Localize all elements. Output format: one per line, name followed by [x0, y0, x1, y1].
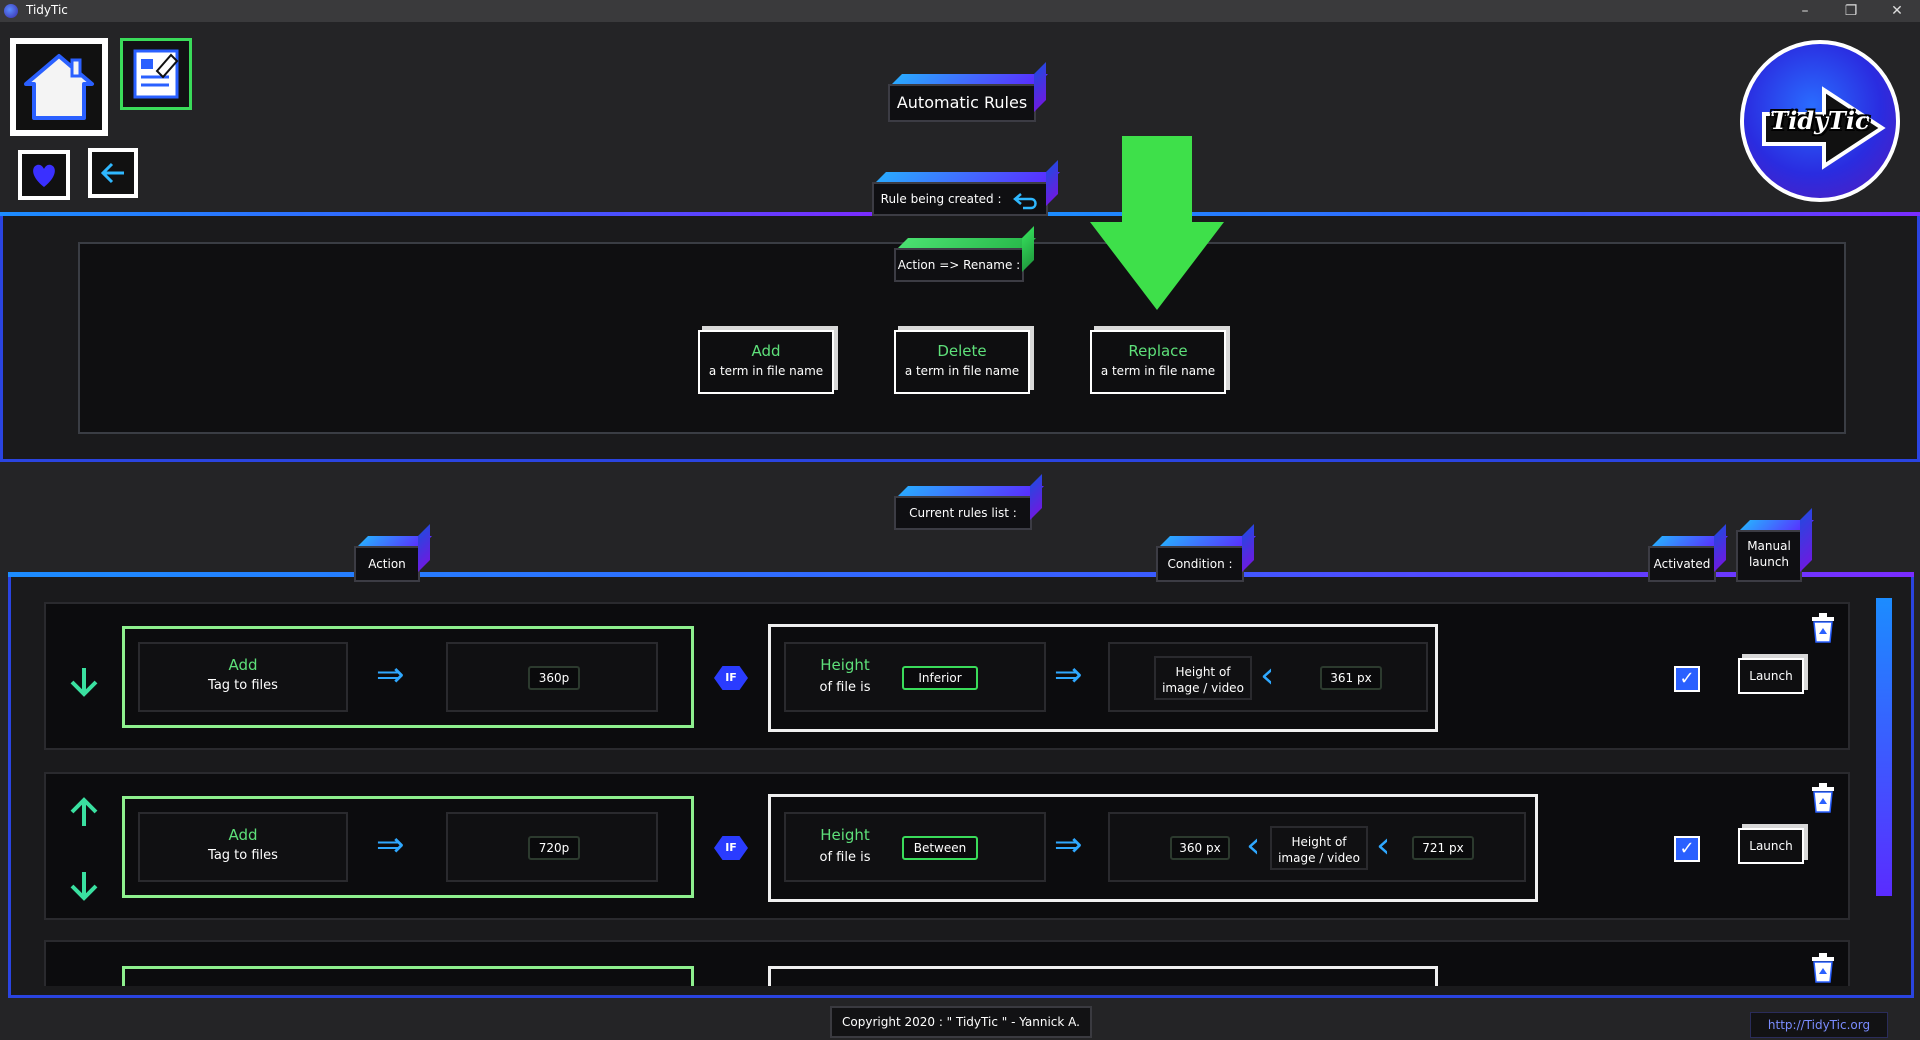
creation-panel-line-left [0, 212, 872, 217]
rule-target-label: Height of image / video [1154, 656, 1252, 700]
move-up-icon[interactable] [66, 794, 102, 830]
logo-arrow-icon [1762, 86, 1886, 170]
arrow-right-icon: ⇒ [376, 825, 405, 865]
column-activated-header: Activated [1648, 546, 1716, 582]
column-manual-launch-header: Manual launch [1736, 530, 1802, 582]
activated-checkbox[interactable]: ✓ [1674, 836, 1700, 862]
launch-button[interactable]: Launch [1738, 828, 1804, 864]
tidytic-logo: TidyTic [1740, 40, 1900, 202]
edit-document-icon [133, 49, 179, 99]
option-add-button[interactable]: Add a term in file name [698, 330, 834, 394]
option-delete-button[interactable]: Delete a term in file name [894, 330, 1030, 394]
rule-condition-subject: Height of file is Between [784, 812, 1046, 882]
move-down-icon[interactable] [66, 664, 102, 700]
arrow-right-icon: ⇒ [1054, 655, 1083, 695]
back-button[interactable] [88, 148, 138, 198]
rule-being-created-label: Rule being created : [880, 192, 1002, 206]
rule-target-line1: Height of [1291, 835, 1347, 849]
rule-action-subtitle: Tag to files [208, 848, 278, 863]
trash-icon[interactable] [1808, 782, 1838, 814]
website-link[interactable]: http://TidyTic.org [1750, 1012, 1888, 1038]
option-add-subtitle: a term in file name [708, 364, 824, 378]
less-than-chevron-icon: ‹ [1260, 655, 1275, 696]
undo-icon[interactable] [1013, 190, 1039, 210]
current-rules-label: Current rules list : [894, 496, 1032, 530]
minimize-button[interactable]: – [1801, 3, 1809, 19]
rule-action-title: Add [228, 656, 258, 674]
rules-scrollbar[interactable] [1876, 598, 1892, 896]
heart-icon [33, 164, 55, 187]
rule-being-created-tab: Rule being created : [872, 182, 1048, 216]
rule-target-label: Height of image / video [1270, 826, 1368, 870]
rule-condition-value: 721 px [1412, 836, 1474, 860]
if-badge: IF [714, 836, 748, 860]
rule-operator: Between [902, 836, 978, 860]
close-button[interactable]: ✕ [1891, 3, 1903, 19]
option-add-title: Add [751, 342, 781, 360]
activated-checkbox[interactable]: ✓ [1674, 666, 1700, 692]
less-than-chevron-icon: ‹ [1246, 825, 1261, 866]
column-condition-header: Condition : [1156, 546, 1244, 582]
rule-action-subtitle: Tag to files [208, 678, 278, 693]
rule-action-frame [122, 966, 694, 986]
trash-icon[interactable] [1808, 612, 1838, 644]
window-titlebar [0, 0, 1920, 22]
trash-icon[interactable] [1808, 952, 1838, 984]
rules-panel-line [8, 572, 1914, 577]
rule-condition-min-value: 360 px [1170, 836, 1230, 860]
home-button[interactable] [10, 38, 108, 136]
rule-condition-title: Height [820, 826, 870, 844]
rule-condition-subtitle: of file is [819, 850, 871, 865]
arrow-right-icon: ⇒ [376, 655, 405, 695]
option-replace-button[interactable]: Replace a term in file name [1090, 330, 1226, 394]
copyright-text: Copyright 2020 : " TidyTic " - Yannick A… [830, 1006, 1092, 1038]
logo-text: TidyTic [1770, 106, 1870, 135]
rule-condition-value: 361 px [1320, 666, 1382, 690]
rule-action-type: Add Tag to files [138, 812, 348, 882]
rule-target-line1: Height of [1175, 665, 1231, 679]
green-down-arrow-icon [1090, 136, 1224, 310]
window-title: TidyTic [26, 3, 68, 17]
restore-button[interactable]: ❐ [1844, 3, 1858, 19]
creation-panel-line-right [1048, 212, 1920, 217]
launch-button[interactable]: Launch [1738, 658, 1804, 694]
less-than-chevron-icon: ‹ [1376, 825, 1391, 866]
rule-action-title: Add [228, 826, 258, 844]
edit-rules-button[interactable] [120, 38, 192, 110]
rule-condition-subtitle: of file is [819, 680, 871, 695]
arrow-right-icon: ⇒ [1054, 825, 1083, 865]
rule-tag-box: 720p [446, 812, 658, 882]
home-icon [24, 54, 94, 120]
rule-tag-value: 360p [528, 666, 580, 690]
rule-tag-value: 720p [528, 836, 580, 860]
page-title: Automatic Rules [888, 84, 1036, 122]
rule-tag-box: 360p [446, 642, 658, 712]
arrow-left-icon [100, 162, 124, 184]
rule-condition-title: Height [820, 656, 870, 674]
favorites-button[interactable] [18, 150, 70, 200]
column-action-header: Action [354, 546, 420, 582]
rule-condition-subject: Height of file is Inferior [784, 642, 1046, 712]
rule-condition-target: 360 px ‹ Height of image / video ‹ 721 p… [1108, 812, 1526, 882]
rule-condition-frame [768, 966, 1438, 986]
app-logo-icon [4, 4, 18, 18]
rule-condition-target: Height of image / video ‹ 361 px [1108, 642, 1428, 712]
action-rename-label: Action => Rename : [894, 248, 1024, 282]
option-replace-subtitle: a term in file name [1100, 364, 1216, 378]
rule-target-line2: image / video [1162, 681, 1244, 695]
if-badge: IF [714, 666, 748, 690]
option-replace-title: Replace [1128, 342, 1188, 360]
option-delete-title: Delete [937, 342, 987, 360]
manual-launch-line2: launch [1748, 555, 1790, 569]
option-delete-subtitle: a term in file name [904, 364, 1020, 378]
move-down-icon[interactable] [66, 868, 102, 904]
rule-operator: Inferior [902, 666, 978, 690]
manual-launch-line1: Manual [1747, 539, 1791, 553]
rule-action-type: Add Tag to files [138, 642, 348, 712]
rule-target-line2: image / video [1278, 851, 1360, 865]
